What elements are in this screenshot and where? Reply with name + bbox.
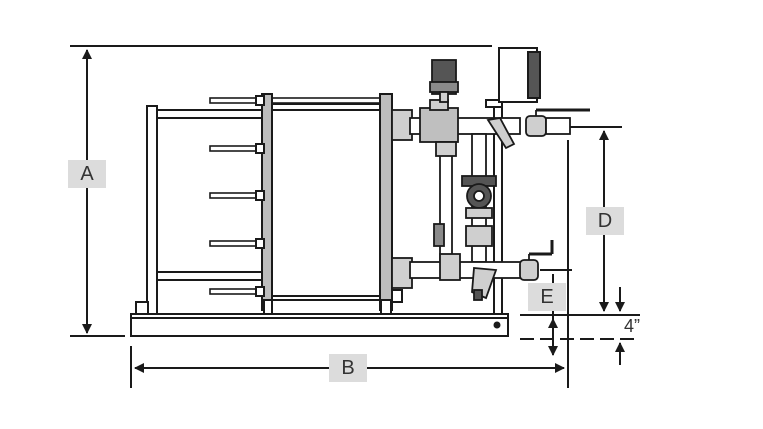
control-box [498,47,541,103]
base-skid [130,313,509,337]
plate-pack [255,93,403,315]
dimension-e-label: E [528,283,566,311]
dimension-d-label: D [586,207,624,235]
clearance-label: 4” [624,316,641,336]
dimension-b-label: B [329,354,367,382]
lower-piping [391,240,554,301]
dimension-a-label: A [68,160,106,188]
frame [135,105,262,315]
pump-piping [433,133,497,263]
right-post [485,99,503,315]
